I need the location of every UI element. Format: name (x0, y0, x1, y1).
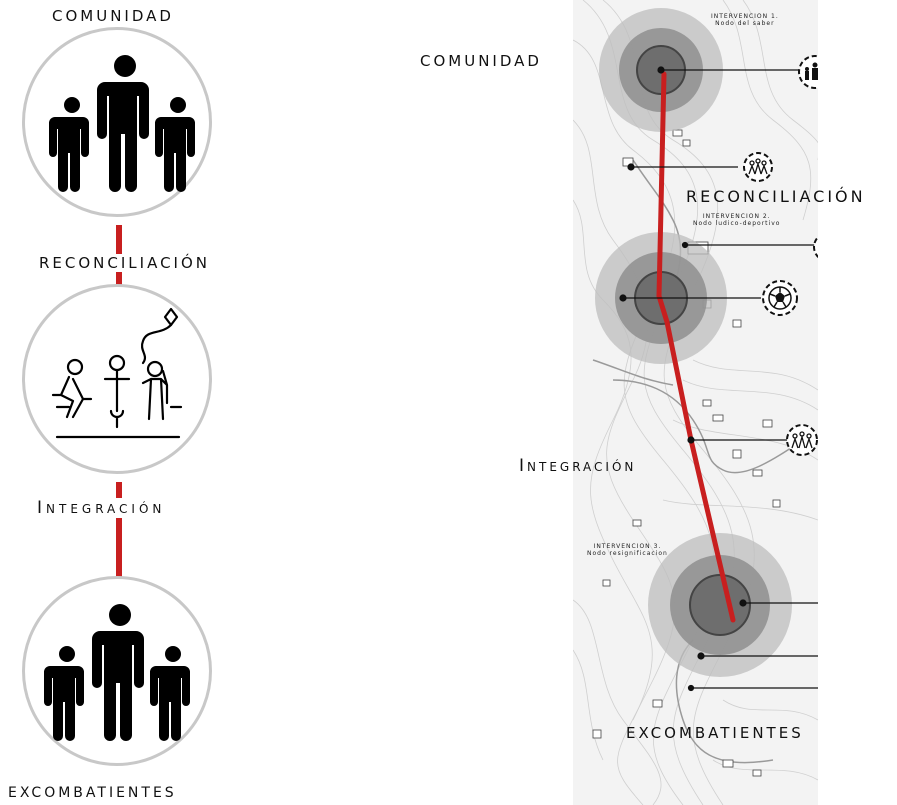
intervention-2-title: INTERVENCION 2. Nodo ludico-deportivo (693, 213, 781, 227)
map-label-reconciliacion: RECONCILIACIÓN (686, 187, 866, 206)
circle-excombatientes (22, 576, 212, 766)
soccer-ball-icon (762, 280, 798, 316)
map-label-excombatientes: EXCOMBATIENTES (626, 724, 804, 742)
family-badge-icon (798, 55, 818, 89)
map-drawing (573, 0, 818, 805)
intervention-3-title: INTERVENCION 3. Nodo resignificacion (587, 543, 668, 557)
family-group-icon (49, 55, 195, 192)
label-integracion: Integración (35, 498, 168, 518)
people-badge-icon (743, 152, 773, 182)
people-badge-icon (786, 424, 818, 456)
people-playing-kite-icon (51, 307, 183, 439)
label-comunidad: COMUNIDAD (52, 7, 174, 25)
circle-comunidad (22, 27, 212, 217)
partial-badge-icon (813, 235, 818, 259)
label-reconciliacion: RECONCILIACIÓN (37, 254, 213, 272)
circle-reconciliacion (22, 284, 212, 474)
family-group-icon (44, 604, 190, 741)
site-map: INTERVENCION 1. Nodo del saber INTERVENC… (573, 0, 818, 805)
intervention-1-title: INTERVENCION 1. Nodo del saber (711, 13, 779, 27)
label-excombatientes: EXCOMBATIENTES (8, 785, 177, 801)
map-label-integracion: Integración (519, 456, 637, 476)
map-label-comunidad: COMUNIDAD (420, 52, 542, 70)
connector-bottom (116, 482, 122, 580)
